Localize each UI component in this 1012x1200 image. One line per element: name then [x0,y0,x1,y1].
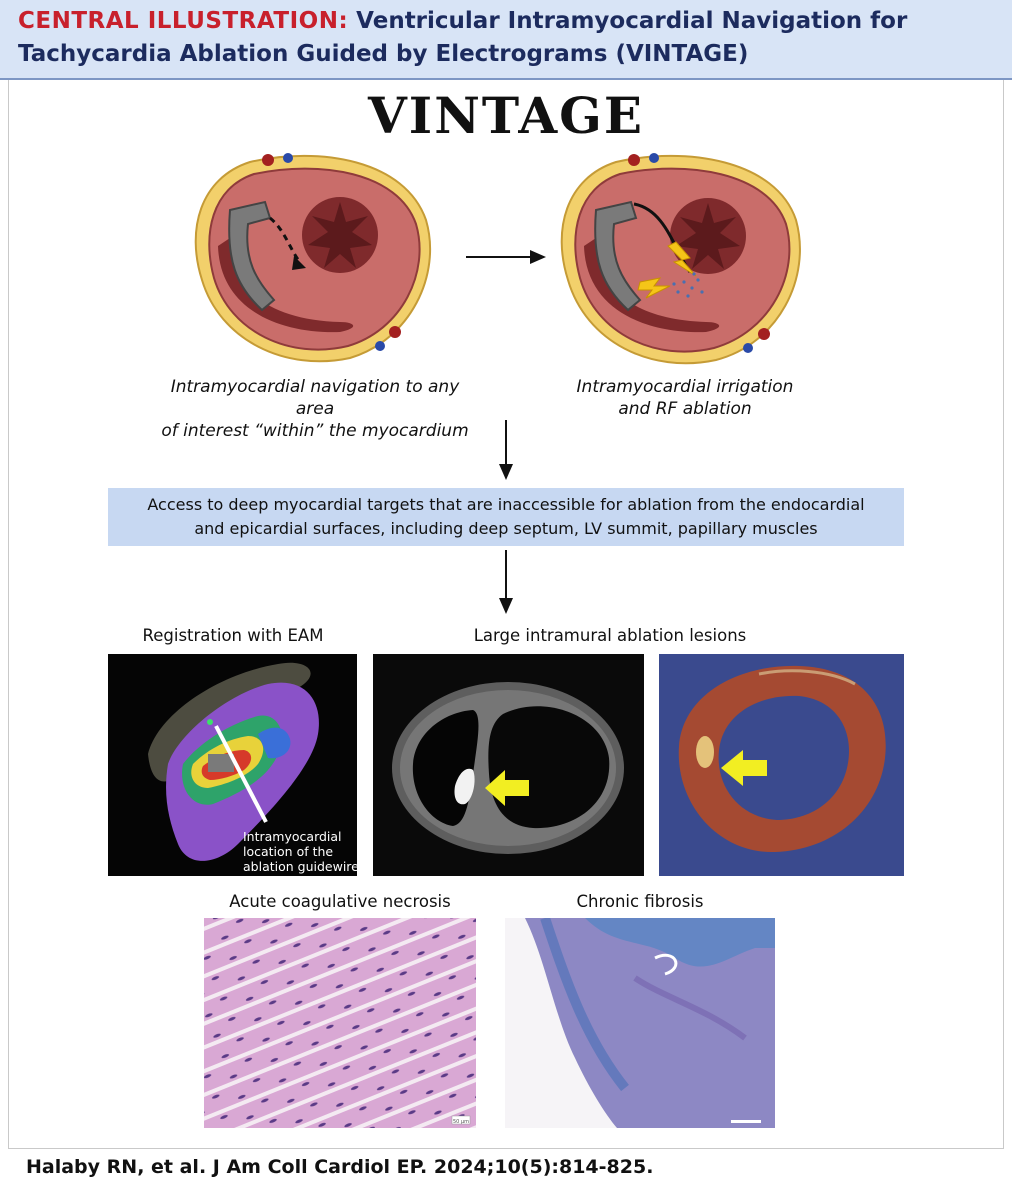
access-line-2: and epicardial surfaces, including deep … [194,519,818,538]
caption-navigation-line-2: of interest “within” the myocardium [161,421,469,441]
mri-lesion-image [373,654,644,876]
caption-navigation-line-1: Intramyocardial navigation to any area [170,377,460,419]
heart-navigation-illustration [194,153,431,363]
guidewire-label-line-1: Intramyocardial [243,829,342,844]
citation: Halaby RN, et al. J Am Coll Cardiol EP. … [26,1156,654,1178]
necrosis-histology-image: 50 μm [204,918,476,1128]
guidewire-location-label: Intramyocardial location of the ablation… [243,829,359,874]
header-title-line-1: CENTRAL ILLUSTRATION: Ventricular Intram… [18,8,907,34]
fibrosis-histology-image [505,918,775,1128]
down-arrow-icon [499,550,513,614]
header-banner [0,0,1012,80]
necrosis-title: Acute coagulative necrosis [229,892,451,911]
fibrosis-title: Chronic fibrosis [576,892,704,911]
caption-ablation-line-2: and RF ablation [618,399,752,419]
gross-specimen-photo [659,654,904,876]
caption-ablation-line-1: Intramyocardial irrigation [576,377,794,397]
access-line-1: Access to deep myocardial targets that a… [147,495,865,514]
right-arrow-icon [466,250,546,264]
eam-registration-image [108,654,357,876]
access-summary-box: Access to deep myocardial targets that a… [108,488,904,546]
down-arrow-icon [499,420,513,480]
figure-frame [8,80,1004,1149]
guidewire-label-line-3: ablation guidewire [243,859,359,874]
header-title-text-1: Ventricular Intramyocardial Navigation f… [356,8,908,34]
caption-navigation: Intramyocardial navigation to any area o… [150,376,480,442]
header-title-line-2: Tachycardia Ablation Guided by Electrogr… [18,41,749,67]
guidewire-label-line-2: location of the [243,844,334,859]
lesions-title: Large intramural ablation lesions [473,626,747,645]
scale-bar-label: 50 μm [453,1119,469,1125]
vintage-logo: VINTAGE [368,86,644,145]
caption-ablation: Intramyocardial irrigation and RF ablati… [560,376,810,420]
header-prefix: CENTRAL ILLUSTRATION: [18,8,349,34]
registration-title: Registration with EAM [142,626,324,645]
heart-ablation-illustration [560,153,801,365]
